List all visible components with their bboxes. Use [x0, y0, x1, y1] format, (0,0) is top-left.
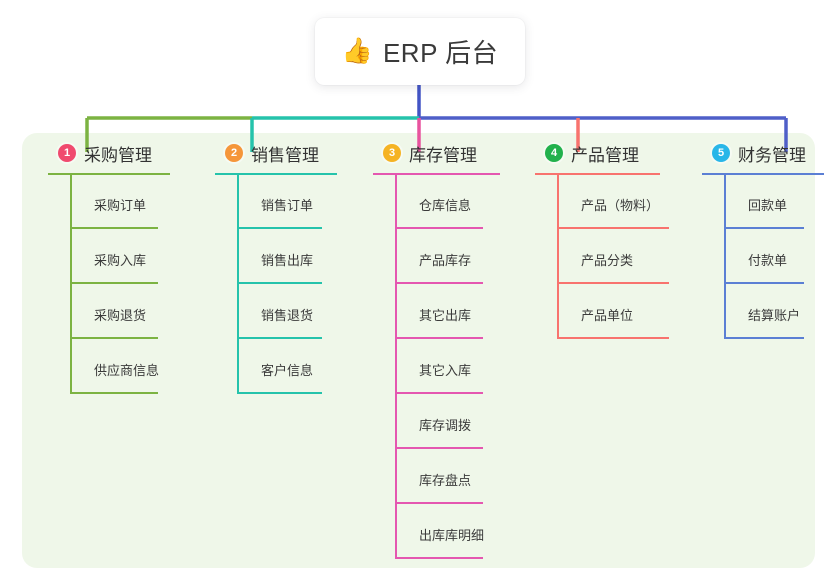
- module-item-rule: [724, 282, 804, 284]
- module-item-rule: [237, 337, 322, 339]
- root-title: ERP 后台: [382, 38, 499, 68]
- module-item-label: 回款单: [748, 198, 788, 213]
- module-number-badge: 2: [225, 144, 243, 162]
- module-item-rule: [395, 447, 483, 449]
- module-item-rule: [395, 227, 483, 229]
- module-item-rule: [70, 227, 158, 229]
- module-column-5: 5 财务管理回款单付款单结算账户: [694, 133, 839, 339]
- module-item-rule: [395, 337, 483, 339]
- module-item-rule: [395, 502, 483, 504]
- module-column-2: 2 销售管理销售订单销售出库销售退货客户信息: [207, 133, 382, 394]
- module-item-label: 采购入库: [94, 253, 147, 268]
- module-number-badge: 3: [383, 144, 401, 162]
- module-title: 财务管理: [738, 145, 806, 165]
- module-item-label: 其它出库: [419, 308, 472, 323]
- module-header-4[interactable]: 4 产品管理: [527, 133, 707, 173]
- module-number-badge: 1: [58, 144, 76, 162]
- module-item-label: 产品分类: [581, 253, 634, 268]
- module-item-label: 销售出库: [261, 253, 314, 268]
- module-item-label: 客户信息: [261, 363, 314, 378]
- module-item-rule: [557, 227, 669, 229]
- module-title: 产品管理: [571, 145, 639, 165]
- module-item-rule: [724, 227, 804, 229]
- module-column-3: 3 库存管理仓库信息产品库存其它出库其它入库库存调拨库存盘点出库库明细: [365, 133, 545, 559]
- module-title: 销售管理: [251, 145, 319, 165]
- module-item-rule: [237, 282, 322, 284]
- modules-panel: [22, 133, 815, 568]
- module-item-label: 仓库信息: [419, 198, 472, 213]
- module-spine: [395, 173, 397, 558]
- module-item-label: 供应商信息: [94, 363, 160, 378]
- module-title: 采购管理: [84, 145, 152, 165]
- module-item-label: 产品库存: [419, 253, 472, 268]
- module-item-label: 库存调拨: [419, 418, 472, 433]
- module-item-rule: [70, 282, 158, 284]
- module-header-2[interactable]: 2 销售管理: [207, 133, 382, 173]
- module-column-4: 4 产品管理产品（物料） 产品分类产品单位: [527, 133, 707, 339]
- module-item-rule: [395, 282, 483, 284]
- module-item-rule: [557, 337, 669, 339]
- module-item-rule: [395, 557, 483, 559]
- module-item-rule: [70, 392, 158, 394]
- module-number-badge: 4: [545, 144, 563, 162]
- module-item-label: 库存盘点: [419, 473, 472, 488]
- module-item-label: 出库库明细: [419, 528, 485, 543]
- module-item-label: 结算账户: [748, 308, 801, 323]
- thumbs-up-icon: 👍: [341, 37, 373, 65]
- module-item-label: 销售退货: [261, 308, 314, 323]
- module-header-rule: [215, 173, 337, 175]
- module-item-label: 销售订单: [261, 198, 314, 213]
- module-number-badge: 5: [712, 144, 730, 162]
- module-item-rule: [557, 282, 669, 284]
- module-item-rule: [237, 392, 322, 394]
- module-header-rule: [702, 173, 824, 175]
- module-item-label: 产品单位: [581, 308, 634, 323]
- module-header-3[interactable]: 3 库存管理: [365, 133, 545, 173]
- module-header-5[interactable]: 5 财务管理: [694, 133, 839, 173]
- module-item-label: 产品（物料）: [581, 198, 660, 213]
- module-item-rule: [70, 337, 158, 339]
- module-item-label: 其它入库: [419, 363, 472, 378]
- module-item-label: 采购订单: [94, 198, 147, 213]
- root-node[interactable]: 👍 ERP 后台: [315, 18, 525, 85]
- module-header-1[interactable]: 1 采购管理: [40, 133, 215, 173]
- module-header-rule: [373, 173, 500, 175]
- module-header-rule: [535, 173, 660, 175]
- module-spine: [724, 173, 726, 338]
- module-column-1: 1 采购管理采购订单采购入库采购退货供应商信息: [40, 133, 215, 394]
- module-item-rule: [237, 227, 322, 229]
- module-title: 库存管理: [409, 145, 477, 165]
- module-item-label: 付款单: [748, 253, 788, 268]
- module-item-label: 采购退货: [94, 308, 147, 323]
- module-header-rule: [48, 173, 170, 175]
- module-spine: [557, 173, 559, 338]
- module-item-rule: [724, 337, 804, 339]
- module-columns: 1 采购管理采购订单采购入库采购退货供应商信息 2 销售管理销售订单销售出库销售退货客…: [22, 133, 824, 568]
- module-item-rule: [395, 392, 483, 394]
